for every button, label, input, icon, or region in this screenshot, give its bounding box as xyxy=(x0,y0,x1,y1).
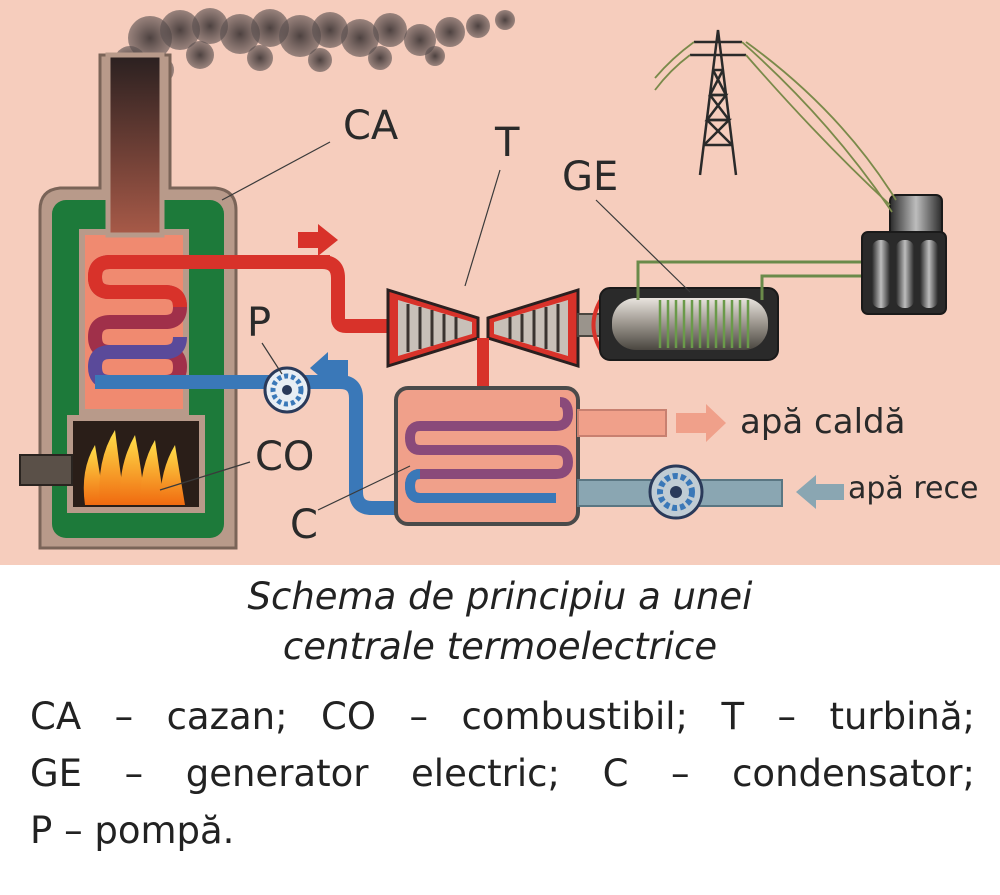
caption-line-2: centrale termoelectrice xyxy=(282,625,718,668)
condenser-label: C xyxy=(290,502,318,548)
smoke-cloud xyxy=(114,8,515,84)
caption-line-1: Schema de principiu a unei xyxy=(247,575,753,618)
cold-water-pump-icon xyxy=(648,464,704,520)
legend: CA – cazan; CO – combustibil; T – turbin… xyxy=(30,688,975,859)
power-plant-diagram: CA T GE P CO C apă caldă apă rece xyxy=(0,0,1000,565)
generator-coil xyxy=(658,300,750,348)
legend-line-3: P – pompă. xyxy=(30,809,235,852)
steam-pipe xyxy=(321,255,400,333)
return-pipe xyxy=(95,375,410,515)
generator-label: GE xyxy=(562,154,618,200)
cold-water-label: apă rece xyxy=(848,471,978,506)
generator-rotor xyxy=(612,298,768,350)
legend-line-2: GE – generator electric; C – condensator… xyxy=(30,752,975,795)
cold-water-arrow-icon xyxy=(796,475,844,509)
boiler-label: CA xyxy=(343,103,399,149)
fuel-inlet xyxy=(19,454,73,486)
transformer xyxy=(861,194,947,315)
generator-wires xyxy=(636,260,862,300)
flame-icon xyxy=(83,430,185,505)
power-pylon-icon xyxy=(690,29,746,176)
chimney xyxy=(105,52,165,238)
fuel-label: CO xyxy=(255,434,314,480)
turbine-label: T xyxy=(494,120,520,166)
hot-water-outlet xyxy=(577,409,667,437)
diagram-caption: Schema de principiu a unei centrale term… xyxy=(0,572,1000,672)
hot-arrow-icon xyxy=(298,224,338,256)
hot-water-label: apă caldă xyxy=(740,402,905,442)
cold-arrow-icon xyxy=(310,352,348,384)
legend-line-1: CA – cazan; CO – combustibil; T – turbin… xyxy=(30,695,975,738)
label-leader-lines xyxy=(159,141,691,511)
hot-water-arrow-icon xyxy=(676,404,726,442)
condenser xyxy=(394,386,580,526)
power-lines xyxy=(654,41,897,213)
pump-label: P xyxy=(247,300,271,346)
pump-icon xyxy=(263,366,311,414)
